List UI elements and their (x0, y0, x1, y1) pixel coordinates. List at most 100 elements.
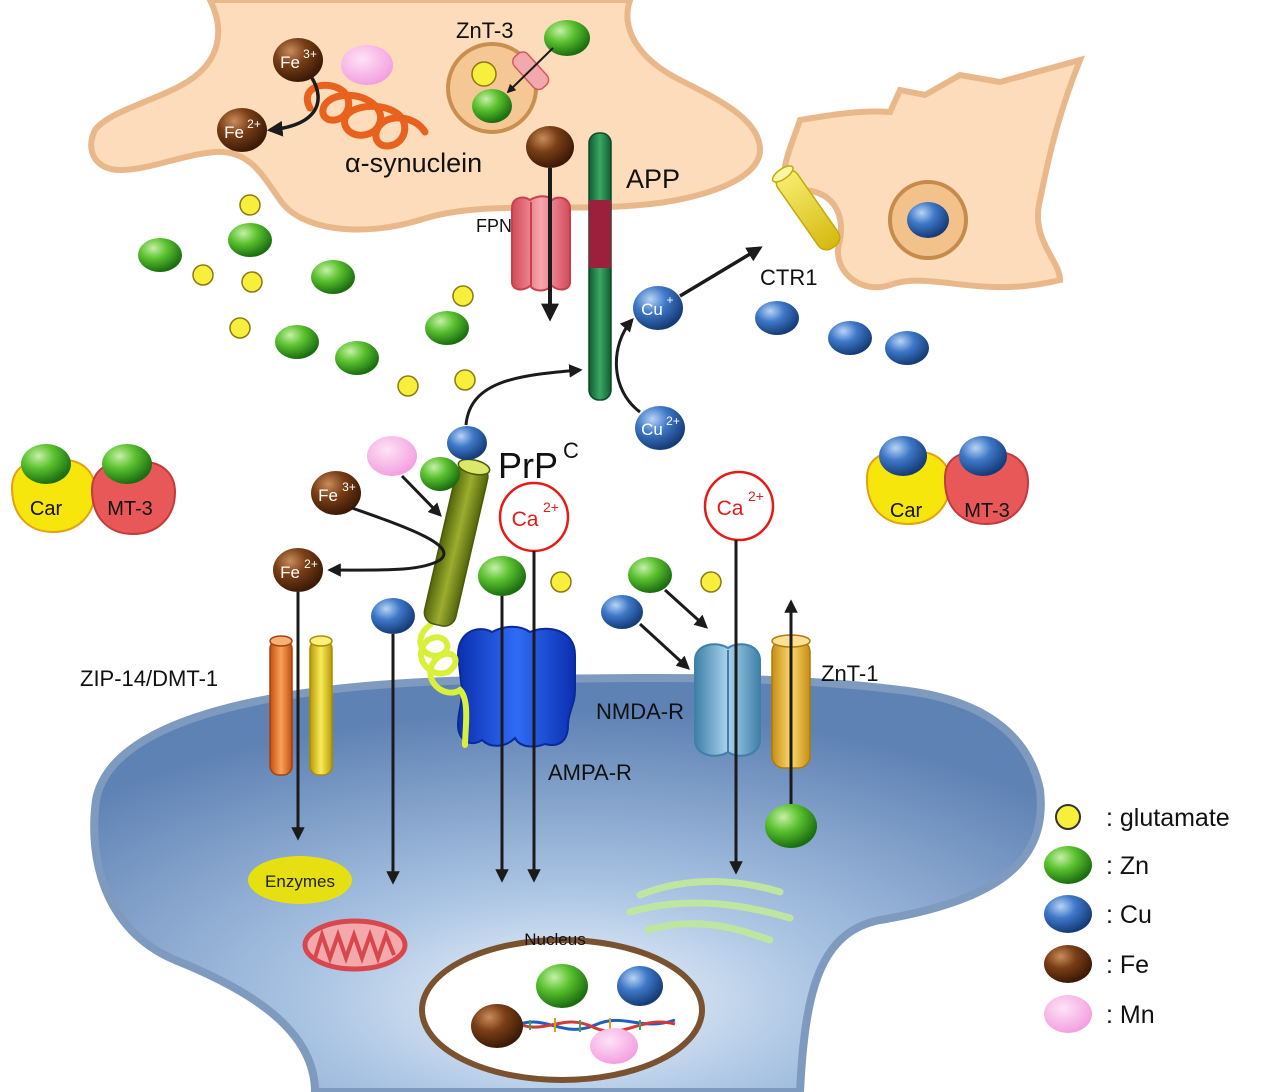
endoplasmic-reticulum (626, 878, 794, 944)
ampa-ca-charge: 2+ (543, 499, 559, 515)
car-label-left: Car (30, 498, 63, 520)
post-fe2-ion (273, 548, 323, 592)
legend-cu-icon (1044, 895, 1092, 933)
ampa-ca-label: Ca (512, 508, 539, 531)
znt1-zn-ion (765, 804, 817, 848)
nmda-glutamate (700, 571, 722, 593)
prp-tail (417, 622, 470, 748)
dna-helix (509, 1018, 676, 1033)
pre-fe3-ion (273, 38, 323, 82)
cu1-ion (633, 286, 683, 330)
legend-fe-label: : Fe (1106, 951, 1149, 979)
nucleus-label: Nucleus (524, 930, 585, 949)
zip14-dmt1-transporter (269, 635, 333, 776)
app-protein (588, 132, 612, 401)
pre-fe3-label: Fe (280, 53, 300, 72)
fpn-label: FPN (476, 216, 512, 236)
pre-fe2-label: Fe (224, 123, 244, 142)
cu2-charge: 2+ (666, 414, 680, 428)
nucleus-mn-ion (590, 1028, 638, 1064)
dendrite-cu-ion (907, 202, 949, 238)
post-fe3-label: Fe (318, 486, 338, 505)
cleft-glutamate (192, 194, 476, 397)
nmda-ca-charge: 2+ (748, 488, 764, 504)
prp-zn-ion (420, 457, 460, 491)
prp-superscript: C (563, 438, 579, 463)
enzymes-label: Enzymes (265, 872, 335, 891)
post-fe3-charge: 3+ (342, 480, 356, 494)
ctr1-uptake-arrow (679, 246, 763, 298)
prp-cu-transfer-arrow (464, 364, 583, 426)
vesicle-glutamate (471, 61, 497, 87)
post-cu-ion (371, 598, 415, 634)
nmda-zn-arrow (663, 588, 709, 629)
mt3-zn-complex: MT-3 (90, 444, 177, 536)
legend-glutamate-label: : glutamate (1106, 804, 1230, 832)
nmda-label: NMDA-R (596, 699, 684, 724)
znt3-arrow (506, 47, 554, 94)
prp-protein (423, 458, 491, 627)
nmda-ca-ion (703, 470, 775, 542)
znt1-label: ZnT-1 (821, 661, 878, 686)
mt3-label-right: MT-3 (964, 500, 1010, 522)
nmda-ca-label: Ca (717, 497, 744, 520)
pre-fe3-charge: 3+ (303, 47, 317, 61)
legend-fe-icon (1044, 945, 1092, 983)
zip-dmt-label: ZIP-14/DMT-1 (80, 666, 218, 691)
car-zn-complex: Car (10, 444, 97, 534)
nmda-zn-ion (628, 557, 672, 593)
cleft-cu-ions (755, 301, 929, 365)
car-cu-complex: Car (866, 436, 952, 526)
mt3-label-left: MT-3 (107, 498, 153, 520)
svg-text:Fe: Fe (280, 53, 300, 72)
postsynaptic-neuron (90, 673, 1045, 1092)
prp-fe-reduction-arrow (327, 506, 446, 577)
cu-reduction-arrow (614, 317, 641, 414)
alpha-synuclein-label: α-synuclein (345, 148, 482, 178)
legend-glutamate-icon (1055, 804, 1081, 830)
pre-fe2-ion (217, 108, 267, 152)
pre-mn-ion (341, 45, 393, 85)
pre-fe-reduction-arrow (266, 77, 320, 137)
prp-mn-ion (367, 436, 417, 476)
cleft-zn-ions (138, 223, 469, 375)
nucleus-fe-ion (471, 1004, 523, 1048)
app-label: APP (626, 164, 680, 194)
cu1-charge: + (666, 293, 673, 307)
nucleus-cu-ion (617, 966, 663, 1006)
post-fe2-charge: 2+ (304, 557, 318, 571)
nucleus (419, 937, 705, 1083)
legend-mn-label: : Mn (1106, 1001, 1155, 1029)
prp-label: PrP (498, 445, 558, 486)
nmda-receptor (694, 643, 761, 757)
fpn-fe-ion (526, 126, 574, 168)
cu2-ion (635, 406, 685, 450)
cu2-label: Cu (641, 420, 663, 439)
prp-mn-arrow (400, 474, 442, 517)
cu1-label: Cu (641, 300, 663, 319)
prp-cu-ion (447, 426, 487, 460)
enzymes (248, 856, 352, 904)
nmda-cu-ion (601, 595, 643, 629)
svg-text:PrP: PrP (498, 445, 558, 486)
ampa-glutamate (550, 571, 572, 593)
ctr1-transporter (771, 165, 841, 251)
dendrite (781, 55, 1086, 291)
mt3-cu-complex: MT-3 (944, 436, 1030, 526)
mitochondrion (302, 918, 408, 972)
ampa-zn-ion (478, 556, 526, 596)
alpha-synuclein-shape (304, 81, 429, 150)
nmda-cu-arrow (638, 622, 690, 670)
legend-cu-label: : Cu (1106, 901, 1152, 929)
vesicle-zn-ion (472, 89, 512, 123)
legend: : glutamate : Zn : Cu : Fe : Mn (1044, 804, 1230, 1033)
post-fe3-ion (311, 471, 361, 515)
pre-fe2-charge: 2+ (247, 117, 261, 131)
ampa-label: AMPA-R (548, 760, 632, 785)
znt3-label: ZnT-3 (456, 18, 513, 43)
car-label-right: Car (890, 500, 923, 522)
post-fe2-label: Fe (280, 563, 300, 582)
znt3-zn-ion (544, 20, 590, 56)
legend-mn-icon (1044, 995, 1092, 1033)
